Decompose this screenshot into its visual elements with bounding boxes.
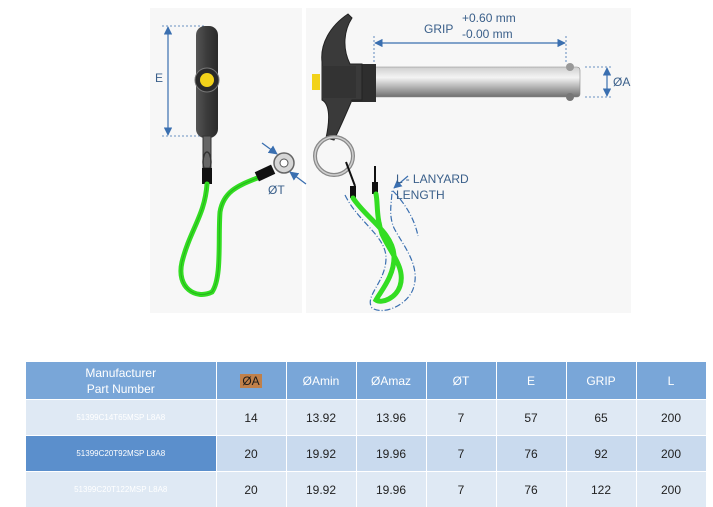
cell-part-number: 51399C14T65MSP L8A8 — [26, 399, 217, 436]
header-l: L — [636, 362, 707, 400]
header-e: E — [496, 362, 567, 400]
pin-technical-drawing: E ØT GRIP +0.60 mm -0.00 mm — [155, 8, 631, 313]
cell-a-min: 19.92 — [286, 435, 357, 472]
cell-t: 7 — [426, 471, 497, 507]
cell-grip: 92 — [566, 435, 637, 472]
dimension-t-label: ØT — [268, 183, 285, 197]
cell-e: 76 — [496, 435, 567, 472]
cell-e: 57 — [496, 399, 567, 436]
cell-l: 200 — [636, 435, 707, 472]
cell-l: 200 — [636, 399, 707, 436]
pin-shaft — [371, 66, 581, 98]
cell-t: 7 — [426, 399, 497, 436]
header-grip: GRIP — [566, 362, 637, 400]
side-view: E ØT — [155, 25, 307, 297]
cell-a-max: 19.96 — [356, 471, 427, 507]
cell-a-max: 19.96 — [356, 435, 427, 472]
lanyard-front — [350, 191, 404, 304]
yellow-button — [200, 73, 214, 87]
cell-a-min: 19.92 — [286, 471, 357, 507]
lanyard-label-line2: LENGTH — [396, 188, 445, 202]
lanyard-length-outline — [344, 188, 419, 312]
cell-t: 7 — [426, 435, 497, 472]
cell-grip: 122 — [566, 471, 637, 507]
lanyard-label-line1: L - LANYARD — [396, 172, 469, 186]
header-diameter-t: ØT — [426, 362, 497, 400]
table-header-row: Manufacturer Part Number ØA ØAmin ØAmaz … — [26, 362, 707, 400]
cell-a: 14 — [216, 399, 287, 436]
cell-a: 20 — [216, 435, 287, 472]
table-row: 51399C20T122MSP L8A8 20 19.92 19.96 7 76… — [26, 471, 707, 507]
cell-grip: 65 — [566, 399, 637, 436]
table-row: 51399C14T65MSP L8A8 14 13.92 13.96 7 57 … — [26, 399, 707, 436]
cell-part-number: 51399C20T92MSP L8A8 — [26, 435, 217, 472]
dimension-e-label: E — [155, 71, 163, 85]
front-view: GRIP +0.60 mm -0.00 mm ØA L - LANYAR — [312, 11, 630, 312]
cell-a-max: 13.96 — [356, 399, 427, 436]
cell-e: 76 — [496, 471, 567, 507]
front-view-panel — [306, 8, 631, 313]
cell-a-min: 13.92 — [286, 399, 357, 436]
cell-part-number: 51399C20T122MSP L8A8 — [26, 471, 217, 507]
header-diameter-a: ØA — [216, 362, 287, 400]
header-part-number: Manufacturer Part Number — [26, 362, 217, 400]
grip-label: GRIP — [424, 22, 453, 36]
cell-l: 200 — [636, 471, 707, 507]
grip-tolerance-minus: -0.00 mm — [462, 27, 513, 41]
push-button — [312, 74, 320, 90]
table-row: 51399C20T92MSP L8A8 20 19.92 19.96 7 76 … — [26, 435, 707, 472]
header-diameter-a-max: ØAmaz — [356, 362, 427, 400]
grip-tolerance-plus: +0.60 mm — [462, 11, 516, 25]
cell-a: 20 — [216, 471, 287, 507]
dimension-a-label: ØA — [613, 75, 630, 89]
header-diameter-a-min: ØAmin — [286, 362, 357, 400]
specification-table: Manufacturer Part Number ØA ØAmin ØAmaz … — [26, 362, 707, 507]
